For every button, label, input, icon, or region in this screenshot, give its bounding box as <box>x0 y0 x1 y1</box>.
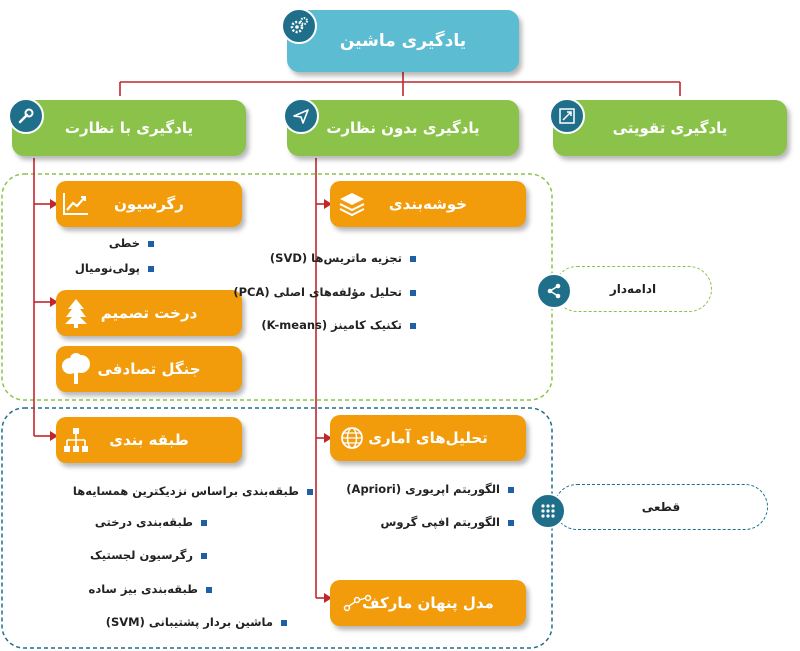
hmm-node: مدل پنهان مارکف <box>330 580 526 626</box>
reinforcement-node: یادگیری تقویتی <box>553 100 787 156</box>
arrowhead <box>324 593 332 603</box>
bullet-icon <box>148 240 154 247</box>
bullet-icon <box>201 552 207 559</box>
state-graph-icon <box>340 585 376 621</box>
classification-node: طبقه بندی <box>56 417 242 463</box>
reinforcement-label: یادگیری تقویتی <box>612 119 728 137</box>
list-item: تکنیک کامینز (K-means) <box>261 318 416 332</box>
hmm-label: مدل پنهان مارکف <box>362 594 494 612</box>
list-item: طبقه‌بندی درختی <box>95 515 207 529</box>
list-item: خطی <box>109 236 154 250</box>
random-forest-node: جنگل تصادفی <box>56 346 242 392</box>
supervised-label: یادگیری با نظارت <box>64 119 194 137</box>
layers-icon <box>334 186 370 222</box>
list-item: ماشین بردار پشتیبانی (SVM) <box>106 615 287 629</box>
unsupervised-node: یادگیری بدون نظارت <box>287 100 519 156</box>
arrowhead <box>324 199 332 209</box>
list-item: طبقه‌بندی بیز ساده <box>89 582 212 596</box>
root-node: یادگیری ماشین <box>287 10 519 72</box>
hierarchy-icon <box>60 422 92 458</box>
paper-plane-icon <box>283 98 319 134</box>
list-item: الگوریتم اپریوری (Apriori) <box>346 482 514 496</box>
wrench-icon <box>8 98 44 134</box>
list-item: پولی‌نومیال <box>75 261 154 275</box>
bullet-icon <box>508 519 514 526</box>
bullet-icon <box>281 619 287 626</box>
statistical-label: تحلیل‌های آماری <box>368 429 488 447</box>
supervised-node: یادگیری با نظارت <box>12 100 246 156</box>
list-item: طبقه‌بندی براساس نزدیکترین همسایه‌ها <box>73 484 313 498</box>
bullet-icon <box>307 488 313 495</box>
pine-tree-icon <box>60 294 92 332</box>
list-item: تحلیل مؤلفه‌های اصلی (PCA) <box>233 285 416 299</box>
list-item: الگوریتم افپی گروس <box>381 515 514 529</box>
bullet-icon <box>206 586 212 593</box>
trend-chart-icon <box>58 186 94 222</box>
tree-icon <box>58 349 94 389</box>
arrowhead <box>324 433 332 443</box>
expand-arrows-icon <box>549 98 585 134</box>
bullet-icon <box>410 322 416 329</box>
continuous-group-label: ادامه‌دار <box>554 266 712 312</box>
arrowhead <box>50 199 58 209</box>
bullet-icon <box>201 519 207 526</box>
grid-dots-icon <box>530 493 566 529</box>
gears-icon <box>281 8 317 44</box>
bullet-icon <box>508 486 514 493</box>
clustering-label: خوشه‌بندی <box>388 195 468 213</box>
arrowhead <box>50 297 58 307</box>
unsupervised-label: یادگیری بدون نظارت <box>326 119 480 137</box>
bullet-icon <box>410 255 416 262</box>
list-item: رگرسیون لجستیک <box>90 548 207 562</box>
root-title: یادگیری ماشین <box>339 31 467 51</box>
arrowhead <box>50 431 58 441</box>
discrete-group-label: قطعی <box>554 484 768 530</box>
bullet-icon <box>410 289 416 296</box>
regression-label: رگرسیون <box>114 195 184 213</box>
share-icon <box>536 273 572 309</box>
random-forest-label: جنگل تصادفی <box>97 360 201 378</box>
list-item: تجزیه ماتریس‌ها (SVD) <box>270 251 416 265</box>
decision-tree-label: درخت تصمیم <box>100 304 198 322</box>
classification-label: طبقه بندی <box>109 431 189 449</box>
decision-tree-node: درخت تصمیم <box>56 290 242 336</box>
bullet-icon <box>148 265 154 272</box>
globe-icon <box>334 420 370 456</box>
regression-node: رگرسیون <box>56 181 242 227</box>
